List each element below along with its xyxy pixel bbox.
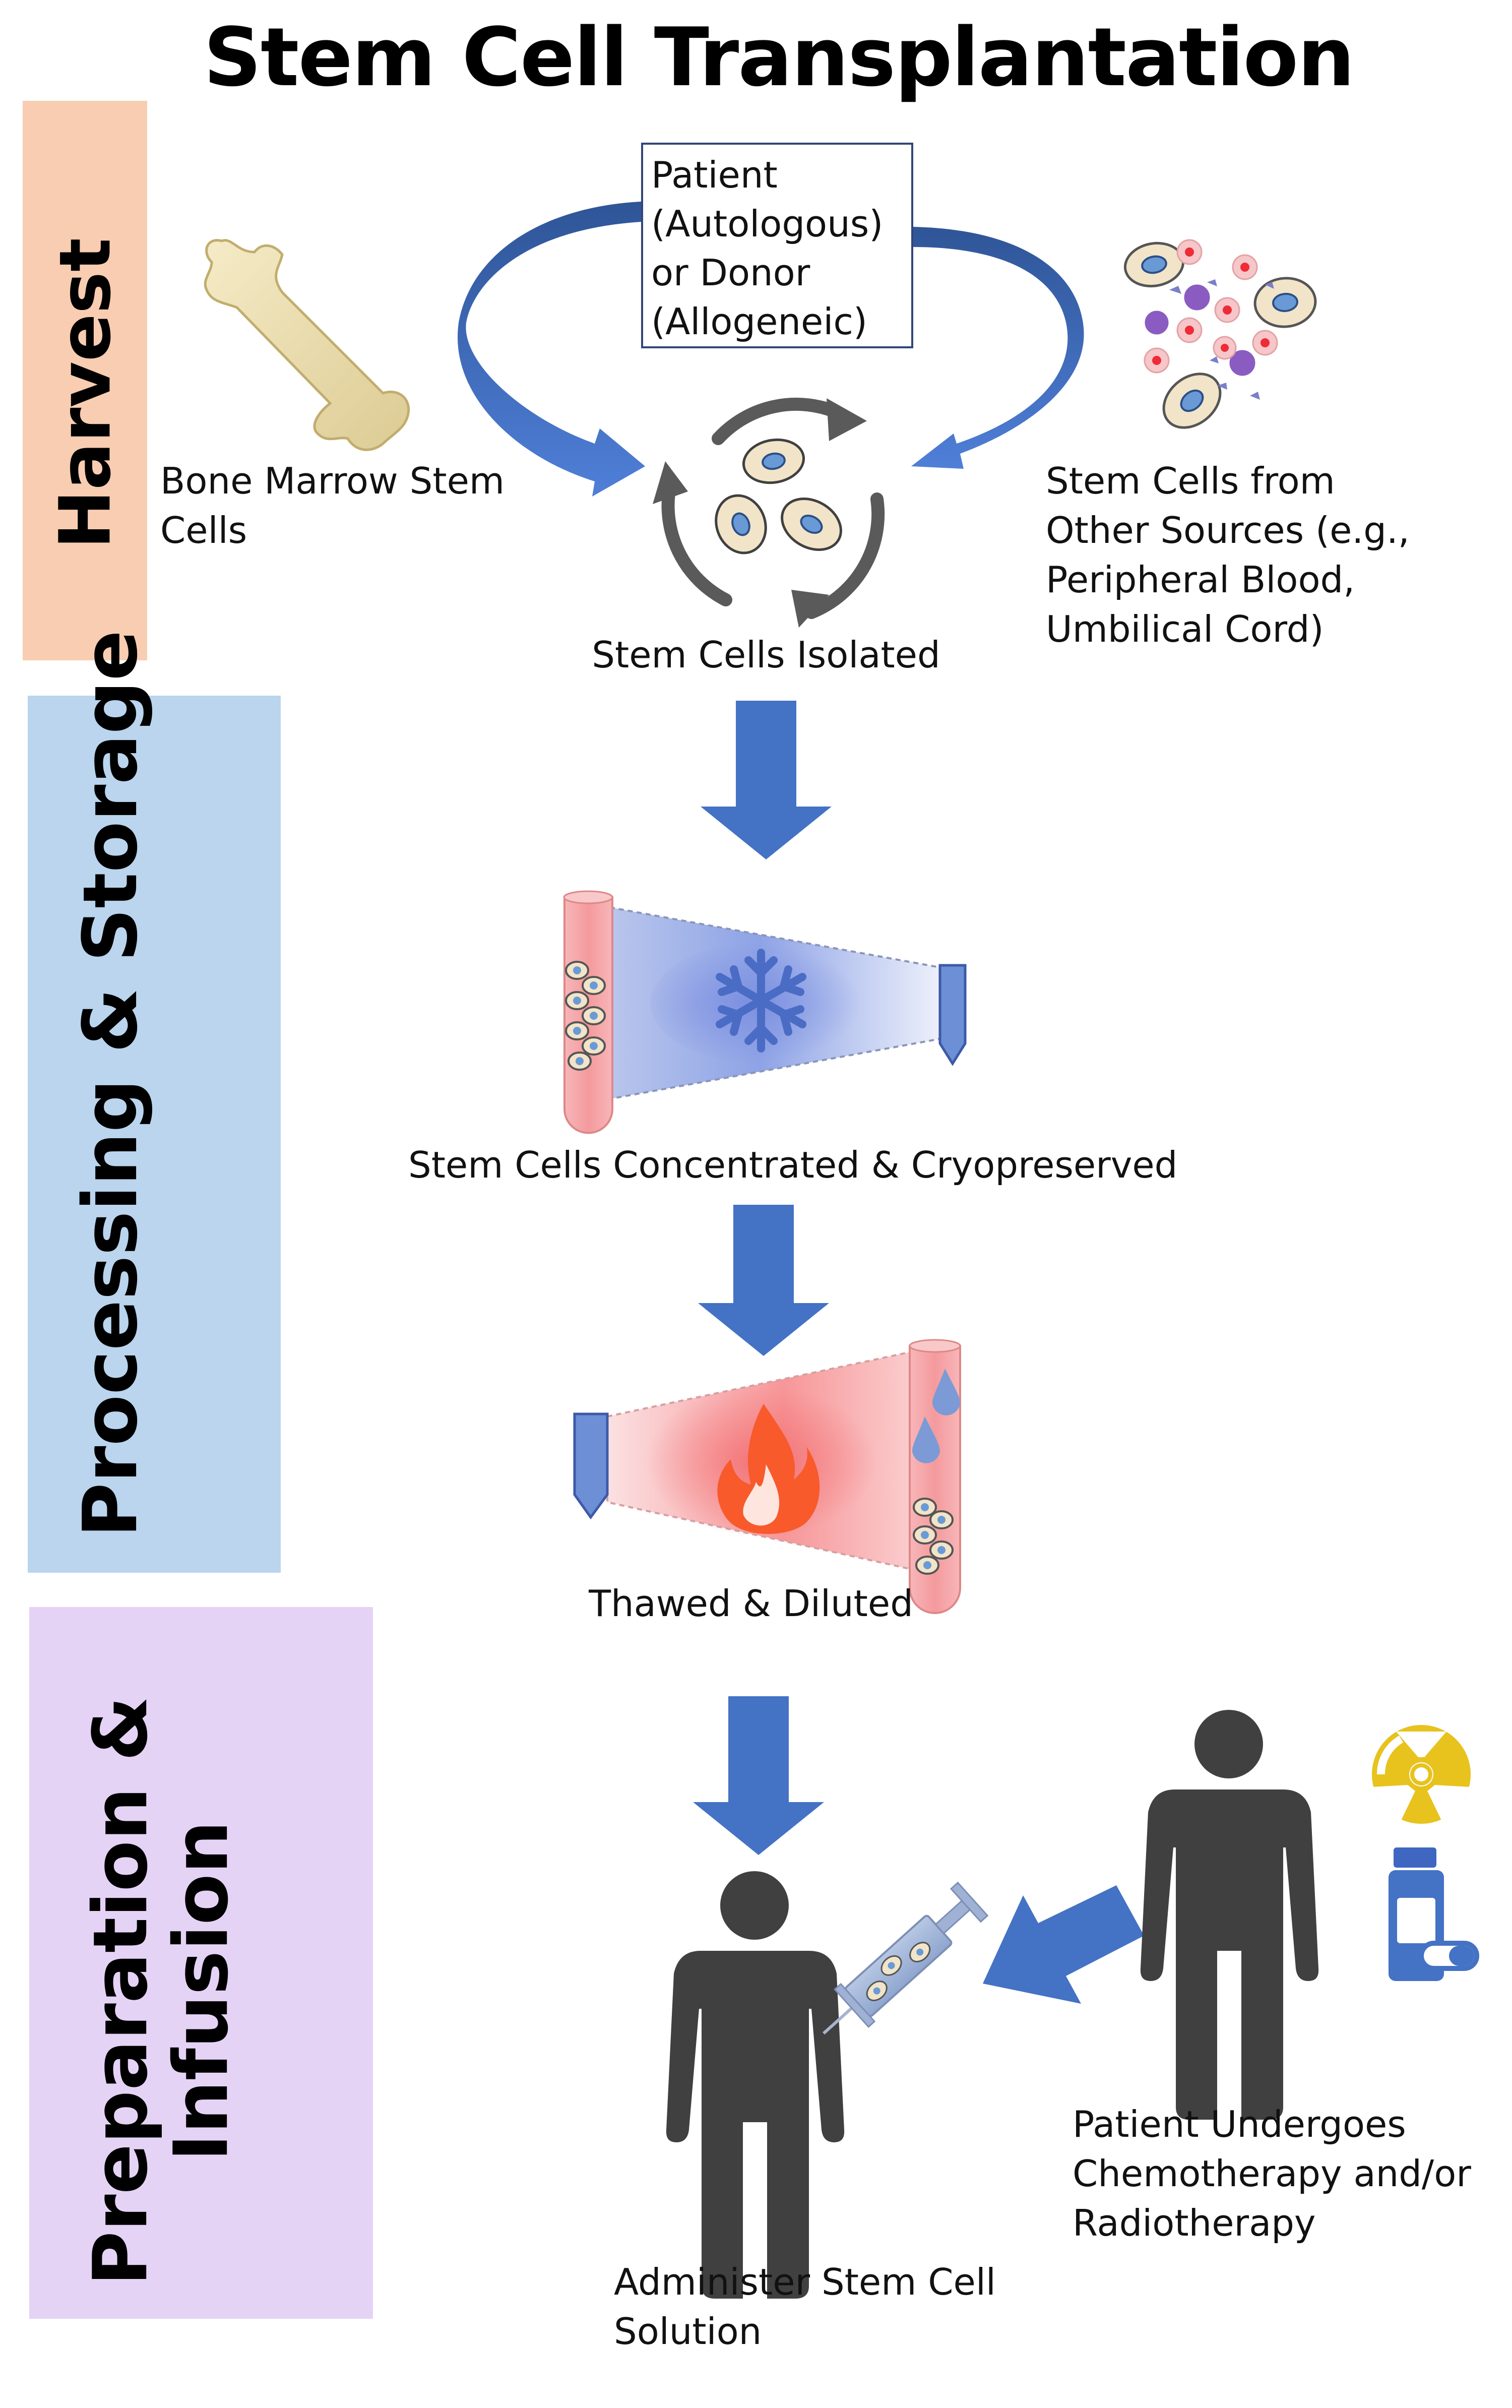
label-line: Administer Stem Cell: [614, 2261, 996, 2303]
label-line: Stem Cells from: [1046, 460, 1335, 502]
label-line: Radiotherapy: [1073, 2202, 1316, 2244]
label-line: Patient Undergoes: [1073, 2103, 1406, 2145]
phase-band-preparation: [29, 1607, 373, 2319]
source-box-line: (Allogeneic): [651, 300, 868, 343]
bone-icon: [204, 239, 410, 451]
phase-label-preparation-line2: Infusion: [158, 1820, 244, 2162]
syringe-icon: [823, 1881, 989, 2035]
cycle-arrowheads: [653, 398, 867, 628]
label-thawed: Thawed & Diluted: [589, 1582, 913, 1625]
label-chemo: Patient Undergoes Chemotherapy and/or Ra…: [1073, 2100, 1471, 2248]
phase-band-harvest: [23, 101, 147, 660]
vial-icon: [938, 964, 967, 1066]
snowflake-icon: [716, 949, 806, 1053]
cryo-cone: [609, 906, 943, 1100]
label-other-sources: Stem Cells from Other Sources (e.g., Per…: [1046, 456, 1410, 654]
source-box: Patient (Autologous) or Donor (Allogenei…: [641, 143, 913, 348]
test-tube-icon: [563, 890, 613, 1134]
cycle-arrows-icon: [661, 397, 885, 619]
phase-band-processing: [28, 696, 281, 1573]
label-line: Cells: [160, 509, 247, 551]
source-box-line: Patient: [651, 154, 778, 196]
label-line: Peripheral Blood,: [1046, 559, 1355, 601]
label-line: Solution: [614, 2310, 762, 2353]
person-icon-recipient: [666, 1871, 845, 2299]
radiation-icon: [1372, 1725, 1471, 1831]
pill-bottle-icon: [1389, 1847, 1479, 1981]
phase-label-processing: Processing & Storage: [67, 630, 154, 1537]
transfer-arrow: [983, 1885, 1144, 2004]
test-tube-thaw: [909, 1339, 961, 1614]
phase-label-harvest: Harvest: [44, 238, 127, 549]
curved-arrow-left: [457, 202, 645, 497]
label-line: Umbilical Cord): [1046, 608, 1324, 650]
vial-icon-thaw: [573, 1412, 609, 1520]
phase-label-preparation-line1: Preparation &: [77, 1696, 164, 2286]
label-administer: Administer Stem Cell Solution: [614, 2257, 996, 2356]
source-box-line: or Donor: [651, 252, 810, 294]
water-drops-icon: [912, 1369, 960, 1463]
label-line: Bone Marrow Stem: [160, 460, 505, 502]
curved-arrow-right: [911, 227, 1084, 469]
source-box-line: (Autologous): [651, 203, 884, 245]
blood-cells-icon: [1123, 239, 1317, 429]
page-title: Stem Cell Transplantation: [203, 10, 1355, 104]
person-icon-patient: [1140, 1710, 1319, 2120]
isolated-cells: [715, 438, 842, 554]
flame-icon: [717, 1404, 820, 1534]
down-arrows: [693, 701, 832, 1855]
label-bone-marrow: Bone Marrow Stem Cells: [160, 456, 505, 555]
down-arrow-3: [693, 1696, 824, 1855]
label-line: Chemotherapy and/or: [1073, 2152, 1471, 2195]
phase-label-preparation: Preparation & Infusion: [77, 1663, 244, 2319]
label-isolated: Stem Cells Isolated: [592, 634, 940, 676]
down-arrow-2: [698, 1205, 829, 1356]
label-line: Other Sources (e.g.,: [1046, 509, 1410, 551]
down-arrow-1: [701, 701, 832, 859]
label-cryopreserved: Stem Cells Concentrated & Cryopreserved: [408, 1144, 1178, 1186]
